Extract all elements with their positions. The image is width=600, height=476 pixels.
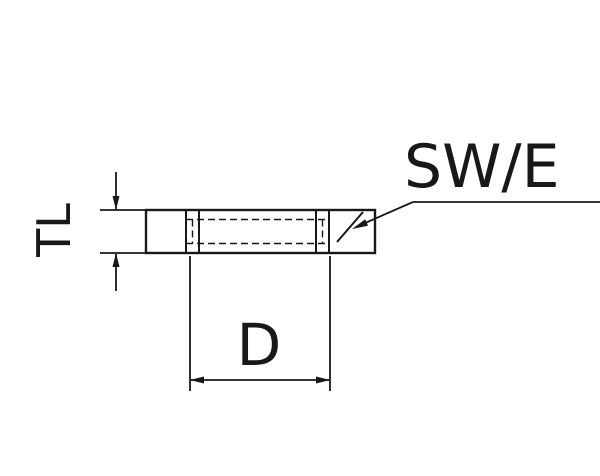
d-arrow-left-icon [190, 376, 204, 384]
tl-dimension: TL [27, 172, 146, 291]
tl-arrow-down-icon [112, 196, 120, 210]
label-diameter: D [237, 311, 282, 379]
tl-arrow-up-icon [112, 253, 120, 267]
d-arrow-right-icon [316, 376, 330, 384]
swe-arrow-icon [352, 219, 368, 229]
label-thickness: TL [27, 203, 81, 258]
chamfer-line [336, 211, 364, 243]
swe-leader: SW/E [352, 132, 600, 229]
part-body-rect [144, 208, 377, 255]
hidden-thread-lines [186, 218, 329, 245]
d-dimension: D [189, 256, 331, 391]
label-width-across-flats: SW/E [404, 132, 560, 202]
part-outline [144, 208, 377, 255]
